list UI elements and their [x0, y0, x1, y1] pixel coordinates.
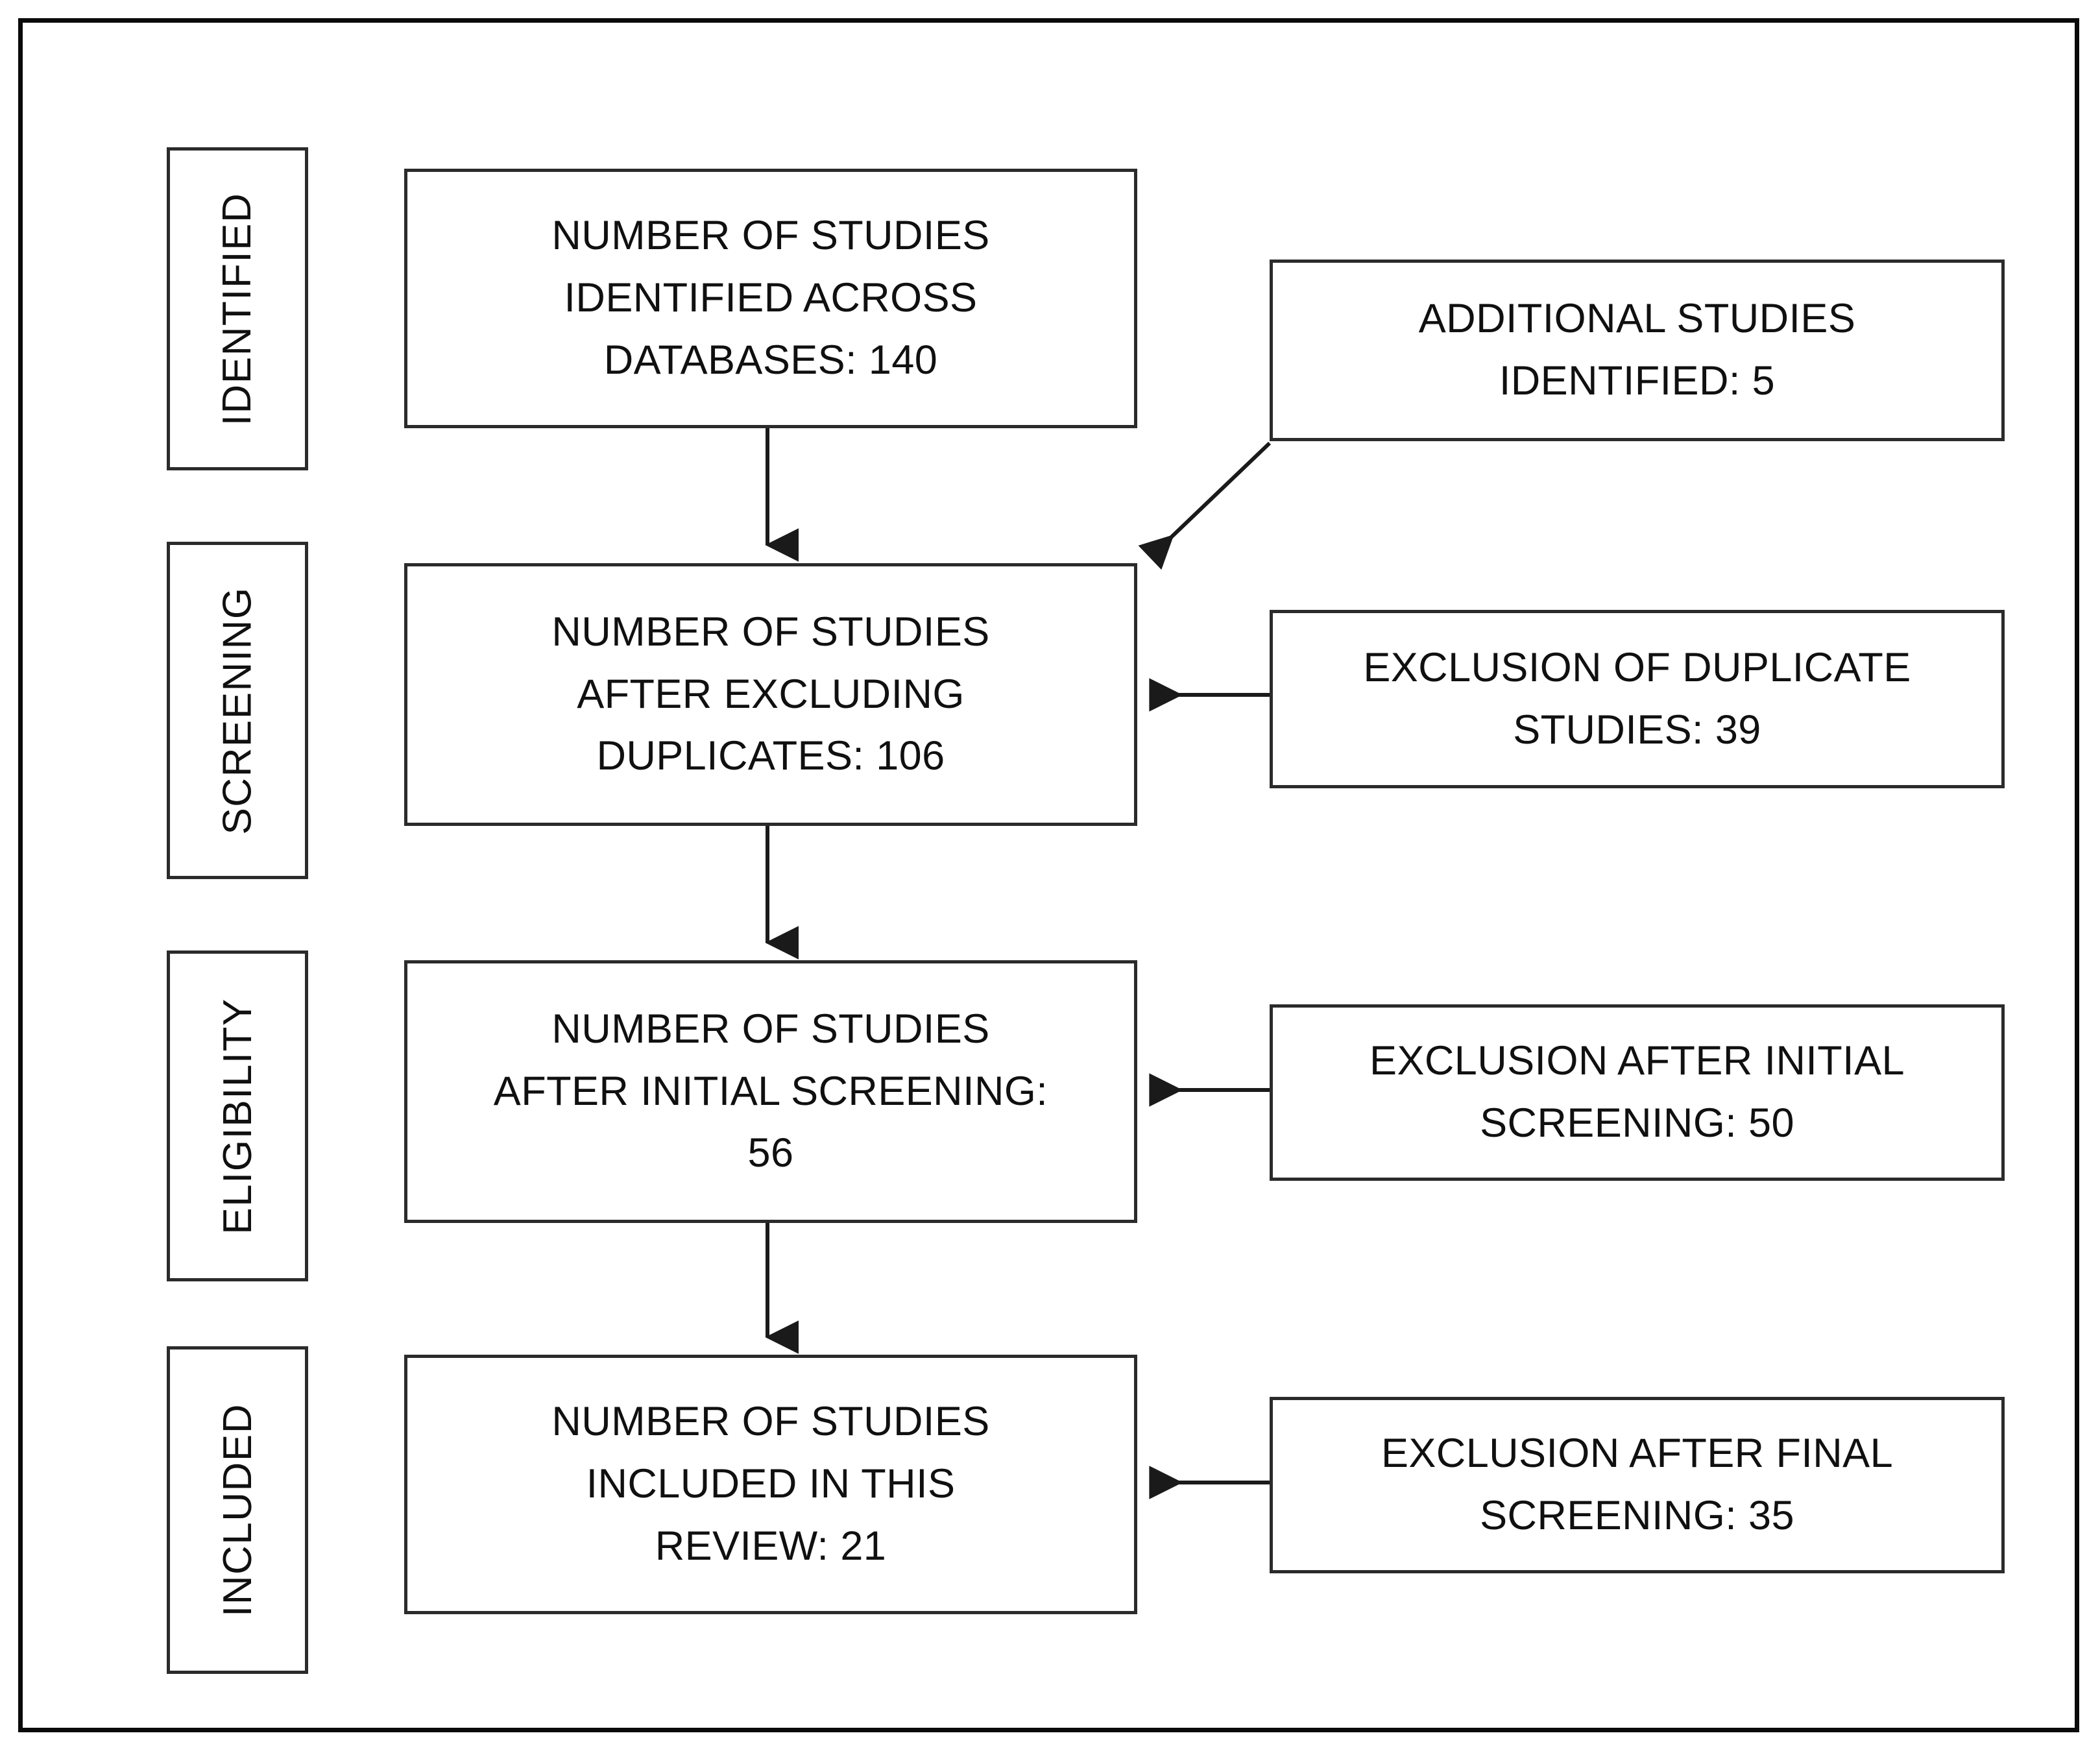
stage-label-eligibility: ELIGIBILITY: [167, 950, 308, 1281]
node-studies-included-text: NUMBER OF STUDIES INCLUDED IN THIS REVIE…: [551, 1399, 990, 1569]
node-exclusion-duplicates: EXCLUSION OF DUPLICATE STUDIES: 39: [1270, 610, 2005, 788]
node-exclusion-after-final-screening-text: EXCLUSION AFTER FINAL SCREENING: 35: [1381, 1431, 1894, 1538]
diagram-outer-frame: IDENTIFIED SCREENING ELIGIBILITY INCLUDE…: [18, 18, 2079, 1732]
node-additional-studies-text: ADDITIONAL STUDIES IDENTIFIED: 5: [1418, 296, 1856, 404]
stage-label-included: INCLUDED: [167, 1346, 308, 1674]
node-exclusion-after-final-screening: EXCLUSION AFTER FINAL SCREENING: 35: [1270, 1397, 2005, 1573]
node-studies-after-initial-screening-text: NUMBER OF STUDIES AFTER INITIAL SCREENIN…: [493, 1006, 1048, 1176]
stage-label-screening-text: SCREENING: [215, 586, 260, 835]
node-studies-included: NUMBER OF STUDIES INCLUDED IN THIS REVIE…: [404, 1355, 1137, 1614]
node-studies-after-duplicates-text: NUMBER OF STUDIES AFTER EXCLUDING DUPLIC…: [551, 609, 990, 779]
stage-label-screening: SCREENING: [167, 542, 308, 879]
arrow-additional-to-screening: [1138, 441, 1272, 570]
stage-label-identified-text: IDENTIFIED: [215, 192, 260, 426]
node-studies-after-duplicates: NUMBER OF STUDIES AFTER EXCLUDING DUPLIC…: [404, 563, 1137, 826]
node-studies-identified: NUMBER OF STUDIES IDENTIFIED ACROSS DATA…: [404, 169, 1137, 428]
node-studies-identified-text: NUMBER OF STUDIES IDENTIFIED ACROSS DATA…: [551, 213, 990, 383]
node-additional-studies: ADDITIONAL STUDIES IDENTIFIED: 5: [1270, 260, 2005, 441]
node-exclusion-after-initial-screening-text: EXCLUSION AFTER INITIAL SCREENING: 50: [1370, 1038, 1905, 1146]
stage-label-identified: IDENTIFIED: [167, 147, 308, 470]
node-exclusion-after-initial-screening: EXCLUSION AFTER INITIAL SCREENING: 50: [1270, 1004, 2005, 1181]
stage-label-eligibility-text: ELIGIBILITY: [215, 997, 260, 1235]
node-studies-after-initial-screening: NUMBER OF STUDIES AFTER INITIAL SCREENIN…: [404, 960, 1137, 1223]
stage-label-included-text: INCLUDED: [215, 1403, 260, 1617]
node-exclusion-duplicates-text: EXCLUSION OF DUPLICATE STUDIES: 39: [1363, 644, 1911, 753]
